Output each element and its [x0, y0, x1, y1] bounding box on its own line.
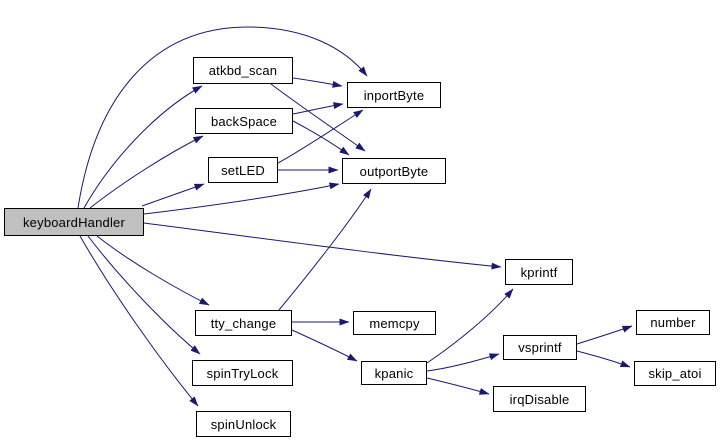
node-keyboardHandler: keyboardHandler: [4, 208, 144, 236]
node-memcpy[interactable]: memcpy: [353, 311, 436, 335]
node-spinTryLock[interactable]: spinTryLock: [192, 360, 293, 386]
edge-keyboardHandler-to-spinTryLock: [87, 235, 201, 355]
edge-vsprintf-to-number: [576, 325, 633, 345]
edge-atkbd_scan-to-inportByte: [292, 77, 343, 88]
node-number[interactable]: number: [636, 310, 710, 335]
node-kpanic[interactable]: kpanic: [361, 361, 427, 385]
edge-atkbd_scan-to-outportByte: [270, 83, 366, 152]
node-setLED[interactable]: setLED: [208, 157, 278, 183]
edge-kpanic-to-kprintf: [426, 288, 514, 364]
edge-tty_change-to-outportByte: [278, 188, 372, 311]
node-atkbd_scan[interactable]: atkbd_scan: [193, 57, 293, 84]
edge-backSpace-to-outportByte: [292, 120, 350, 156]
edge-keyboardHandler-to-inportByte: [77, 26, 368, 209]
node-spinUnlock[interactable]: spinUnlock: [196, 411, 291, 437]
node-skip_atoi[interactable]: skip_atoi: [634, 361, 716, 386]
edge-keyboardHandler-to-backSpace: [89, 135, 204, 209]
edge-keyboardHandler-to-atkbd_scan: [83, 85, 203, 209]
node-tty_change[interactable]: tty_change: [195, 310, 292, 336]
edge-tty_change-to-kpanic: [291, 329, 358, 362]
edge-backSpace-to-inportByte: [292, 102, 344, 115]
edge-keyboardHandler-to-outportByte: [143, 182, 340, 215]
node-irqDisable[interactable]: irqDisable: [493, 386, 586, 412]
edge-keyboardHandler-to-kprintf: [143, 222, 502, 270]
edge-keyboardHandler-to-tty_change: [96, 235, 210, 306]
node-inportByte[interactable]: inportByte: [347, 82, 441, 108]
edge-setLED-to-inportByte: [277, 109, 364, 164]
edge-kpanic-to-vsprintf: [426, 353, 500, 372]
node-backSpace[interactable]: backSpace: [195, 108, 293, 134]
edge-keyboardHandler-to-setLED: [141, 183, 205, 207]
edge-kpanic-to-irqDisable: [426, 377, 490, 395]
edge-keyboardHandler-to-spinUnlock: [79, 235, 199, 407]
node-kprintf[interactable]: kprintf: [505, 259, 573, 285]
node-vsprintf[interactable]: vsprintf: [503, 335, 577, 360]
edge-vsprintf-to-skip_atoi: [576, 350, 631, 368]
node-outportByte[interactable]: outportByte: [342, 158, 446, 184]
